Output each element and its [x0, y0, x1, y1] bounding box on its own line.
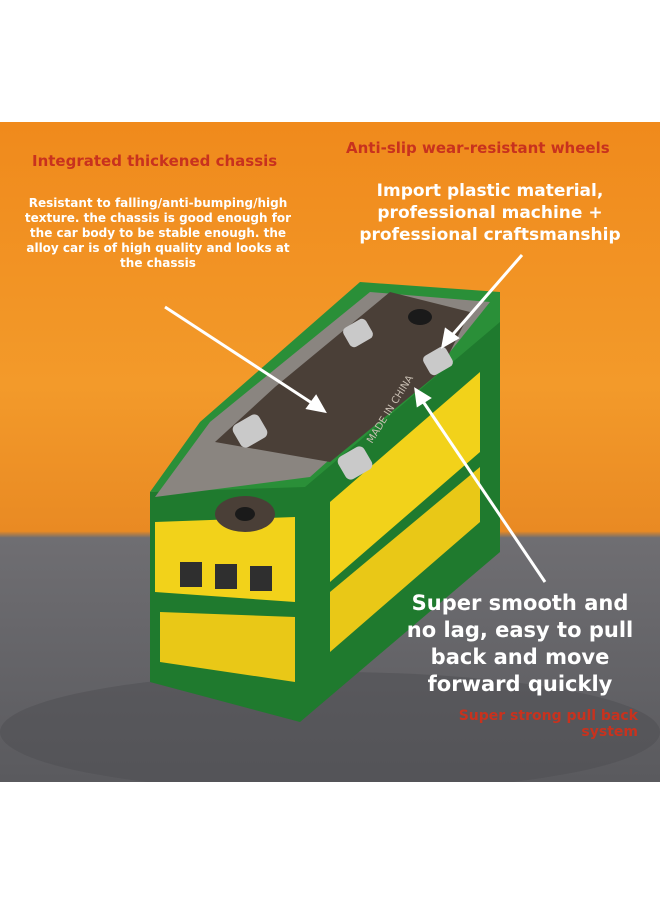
- chassis-plate: [215, 292, 470, 462]
- wheel-rear-left: [232, 414, 268, 448]
- wheel-front-left: [343, 318, 373, 348]
- product-photo: MADE IN CHINA Integrated thickened chass…: [0, 122, 660, 782]
- wheel-front-right: [423, 346, 453, 376]
- pullback-description: Super smooth and no lag, easy to pull ba…: [406, 591, 634, 696]
- wheel-rear-right: [337, 446, 373, 480]
- wheels-title: Anti-slip wear-resistant wheels: [346, 139, 610, 157]
- tram-toy-illustration: MADE IN CHINA: [0, 254, 660, 782]
- annotation-arrows: [164, 254, 547, 583]
- wheels-description: Import plastic material, professional ma…: [359, 181, 621, 245]
- chassis-title: Integrated thickened chassis: [32, 152, 278, 170]
- pullback-title: Super strong pull back system: [458, 708, 638, 740]
- chassis-description: Resistant to falling/anti-bumping/high t…: [24, 196, 292, 270]
